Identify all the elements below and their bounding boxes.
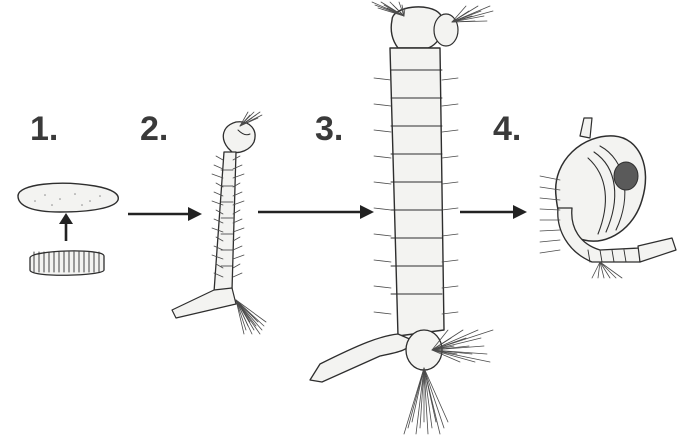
arrow-3-to-4 — [460, 205, 527, 219]
stage-number-1: 1. — [30, 112, 58, 146]
egg-raft-drawing — [30, 251, 104, 275]
arrow-2-to-3 — [258, 205, 374, 219]
young-larva-drawing — [172, 112, 266, 334]
egg-drawing — [18, 183, 118, 212]
stage-number-4: 4. — [493, 112, 521, 146]
up-arrow — [59, 213, 73, 241]
stage-number-3: 3. — [315, 112, 343, 146]
mature-larva-drawing — [310, 2, 493, 434]
pupa-drawing — [540, 118, 676, 278]
arrow-1-to-2 — [128, 207, 202, 221]
stage-number-2: 2. — [140, 112, 168, 146]
